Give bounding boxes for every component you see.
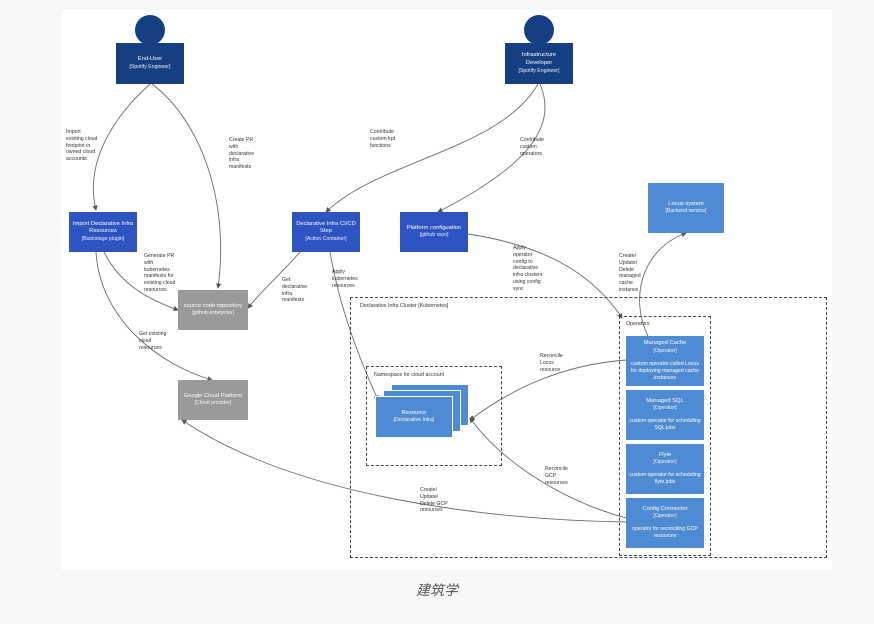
operator-sub: [Operator] — [653, 459, 677, 466]
operator-desc: custom operator called Locus for deployi… — [630, 360, 700, 381]
infra-dev-actor: Infrastructure Developer [Spotify Engine… — [505, 43, 573, 84]
label-contribute-kpt: Contribute custom kpt functions — [370, 129, 396, 149]
arrow-cicd-resource — [329, 251, 379, 401]
arrow-enduser-repo — [151, 83, 222, 289]
cluster-title: Declarative Infra Cluster [Kubernetes] — [360, 303, 449, 309]
end-user-sub: [Spotify Engineer] — [129, 63, 171, 70]
operator-flyte: Flyte [Operator] custom operator for sch… — [626, 444, 704, 494]
label-get-existing: Get existing cloud resources — [139, 331, 167, 351]
platform-title: Platform configuation — [406, 224, 462, 231]
gcp-box: Google Cloud Platform [Cloud provider] — [178, 380, 248, 420]
operator-managed-sql: Managed SQL [Operator] custom operator f… — [626, 390, 704, 440]
operator-desc: custom operator for scheduling flyte job… — [629, 472, 701, 486]
operator-sub: [Operator] — [653, 405, 677, 412]
locus-box: Locus system [Backend service] — [648, 183, 724, 233]
operator-title: Flyte — [658, 451, 672, 458]
infra-dev-head-icon — [524, 15, 554, 45]
arrow-enduser-import — [92, 83, 151, 211]
cicd-box: Declarative Infra CI/CD Step [Action Con… — [292, 212, 360, 252]
arrow-platform-operators — [467, 233, 623, 319]
arrow-cache-locus — [639, 232, 687, 337]
arrow-import-repo — [103, 251, 179, 312]
repo-box: source code repository [github enterpris… — [178, 290, 248, 330]
infra-dev-title: Infrastructure Developer — [521, 52, 557, 66]
infra-dev-sub: [Spotify Engineer] — [518, 67, 560, 74]
resource-title: Resource — [401, 409, 427, 416]
namespace-container — [366, 366, 502, 466]
resource-sub: [Declarative Infra] — [393, 417, 435, 424]
end-user-title: End-User — [137, 56, 163, 63]
label-import-cloud: Import existing cloud footprint in owned… — [66, 129, 98, 162]
repo-title: source code repository — [183, 302, 243, 309]
end-user-actor: End-User [Spotify Engineer] — [116, 43, 184, 84]
import-sub: [Backstage plugin] — [81, 236, 125, 243]
arrow-infradev-platform — [437, 83, 546, 213]
label-cud-gcp: Create/ Update/ Delete GCP resources — [420, 487, 448, 514]
namespace-title: Namespace for cloud account — [374, 372, 445, 378]
arrow-connector-resource — [469, 417, 627, 519]
gcp-sub: [Cloud provider] — [194, 400, 232, 407]
label-reconcile-locus: Reconcile Locus resource — [540, 353, 563, 373]
label-reconcile-gcp: Reconcile GCP resources — [545, 466, 568, 486]
operator-managed-cache: Managed Cache [Operator] custom operator… — [626, 336, 704, 386]
operator-desc: custom operator for scheduling SQL jobs — [629, 418, 701, 432]
cicd-sub: [Action Container] — [305, 236, 347, 243]
end-user-head-icon — [135, 15, 165, 45]
locus-title: Locus system — [668, 200, 704, 207]
arrow-connector-gcp — [181, 419, 627, 523]
gcp-title: Google Cloud Platform — [183, 392, 243, 399]
arrow-cicd-repo — [247, 251, 301, 309]
operator-sub: [Operator] — [653, 347, 677, 354]
resource-box: Resource [Declarative Infra] — [376, 397, 452, 437]
label-get-manifests: Get declarative infra manifests — [282, 277, 308, 304]
label-create-pr: Create PR with declarative infra manifes… — [229, 137, 255, 170]
operator-desc: operator for reconciling GCP resources — [632, 526, 698, 540]
label-apply-k8s: Apply kubernetes resources — [332, 269, 358, 289]
operators-container — [619, 316, 711, 556]
operator-config-connector: Config Connector [Operator] operator for… — [626, 498, 704, 548]
platform-sub: [github repo] — [419, 232, 449, 239]
label-apply-config: Apply operator config to declarative inf… — [513, 245, 543, 292]
cluster-container — [350, 297, 827, 558]
caption: 建筑学 — [416, 583, 458, 599]
operator-title: Managed SQL — [646, 397, 684, 404]
import-title: Import Declarative Infra Resources — [72, 220, 134, 235]
arrow-import-gcp — [95, 251, 213, 382]
operator-title: Managed Cache — [643, 340, 687, 347]
arrow-cache-resource — [469, 359, 627, 421]
arrow-infradev-cicd — [325, 83, 539, 213]
operator-title: Config Connector — [642, 505, 688, 512]
cicd-title: Declarative Infra CI/CD Step — [296, 220, 356, 235]
import-box: Import Declarative Infra Resources [Back… — [69, 212, 137, 252]
repo-sub: [github enterprise] — [192, 310, 234, 317]
label-cud-cache: Create/ Update/ Delete managed cache ins… — [619, 253, 641, 293]
platform-box: Platform configuation [github repo] — [400, 212, 468, 252]
label-contribute-ops: Contribute custom operators — [520, 137, 544, 157]
label-generate-pr: Generate PR with kubernetes manifests fo… — [144, 253, 176, 293]
locus-sub: [Backend service] — [665, 208, 707, 215]
operator-sub: [Operator] — [653, 513, 677, 520]
operators-title: Operators — [626, 321, 650, 327]
